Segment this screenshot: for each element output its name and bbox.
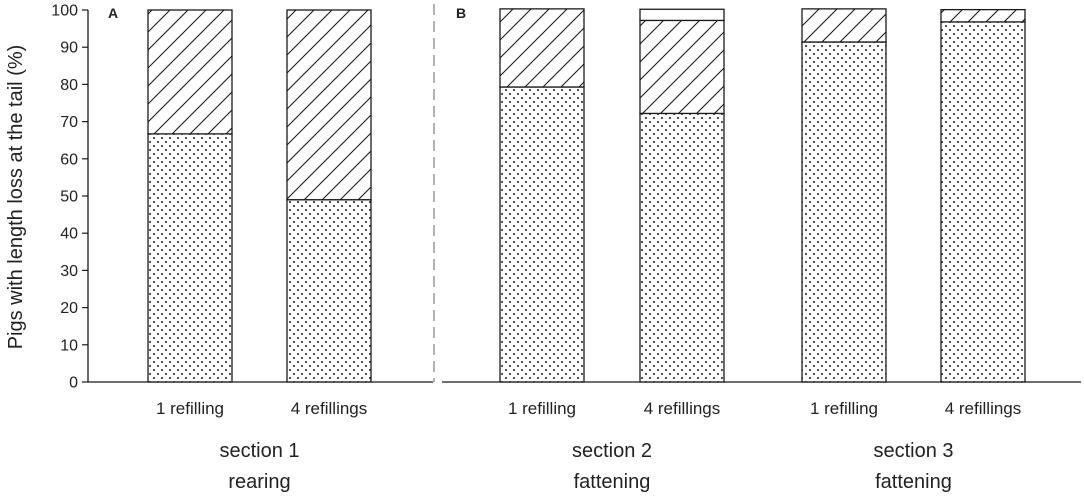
y-tick-label: 60 <box>60 151 78 168</box>
panel-label: A <box>108 5 118 21</box>
bar-segment-hatched <box>147 9 233 135</box>
bar-segment-hatched <box>499 8 585 88</box>
bar-segment-hatched <box>801 8 887 43</box>
y-tick-label: 50 <box>60 189 78 206</box>
y-tick-label: 70 <box>60 114 78 131</box>
x-category-label: 1 refilling <box>810 399 878 418</box>
y-tick-label: 40 <box>60 226 78 243</box>
bar-segment-dotted <box>499 86 585 383</box>
group-label-line1: section 2 <box>572 440 652 462</box>
bar-segment-hatched <box>940 8 1026 23</box>
group-label-line1: section 1 <box>219 440 299 462</box>
x-category-label: 1 refilling <box>156 399 224 418</box>
bar-segment-dotted <box>286 199 372 383</box>
y-tick-label: 90 <box>60 40 78 57</box>
bar-segment-dotted <box>801 41 887 383</box>
panel-a: 0 10 20 30 40 50 60 70 80 90 100 A 1 refilling 4 refi… <box>51 3 433 493</box>
group-label-line2: rearing <box>228 471 290 493</box>
x-category-label: 4 refillings <box>291 399 368 418</box>
x-category-label: 1 refilling <box>508 399 576 418</box>
y-tick-label: 80 <box>60 77 78 94</box>
bar-segment-dotted <box>147 133 233 383</box>
y-tick-label: 30 <box>60 263 78 280</box>
bar-segment-dotted <box>639 112 725 383</box>
y-tick-label: 20 <box>60 300 78 317</box>
y-tick-label: 10 <box>60 337 78 354</box>
x-category-label: 4 refillings <box>644 399 721 418</box>
x-category-label: 4 refillings <box>945 399 1022 418</box>
panel-label: B <box>456 5 466 21</box>
panel-b: B 1 refilling 4 refillings section 2 fatteni… <box>442 5 1081 493</box>
group-label-line2: fattening <box>574 471 651 493</box>
group-label-line2: fattening <box>875 471 952 493</box>
bar-segment-hatched <box>286 9 372 201</box>
y-tick-label: 100 <box>51 3 78 20</box>
bar-segment-hatched <box>639 19 725 115</box>
y-tick-label: 0 <box>69 375 78 392</box>
bar-segment-blank <box>639 8 725 22</box>
group-label-line1: section 3 <box>873 440 953 462</box>
y-axis-title: Pigs with length loss at the tail (%) <box>5 45 27 350</box>
bar-segment-dotted <box>940 21 1026 383</box>
